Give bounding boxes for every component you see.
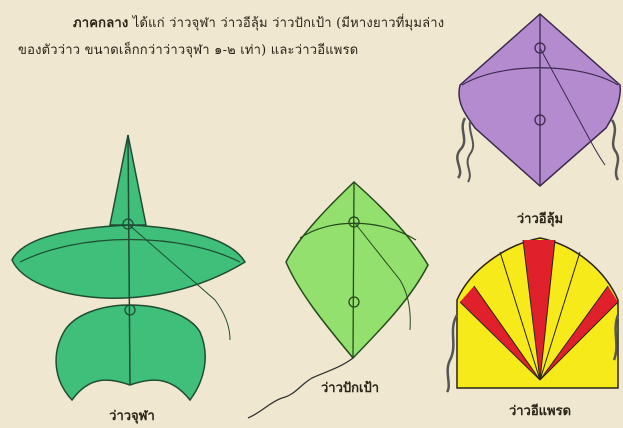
caption-pakpao: ว่าวปักเป้า: [300, 377, 400, 398]
chula-tail: [56, 305, 205, 400]
eelum-kite: [457, 14, 620, 186]
caption-chula: ว่าวจุฬา: [92, 405, 172, 426]
eepraed-kite: [447, 238, 618, 392]
caption-eepraed: ว่าวอีแพรด: [485, 400, 595, 421]
pakpao-body: [286, 182, 428, 358]
chula-kite: [12, 135, 245, 400]
caption-eelum: ว่าวอีลุ้ม: [490, 208, 590, 229]
